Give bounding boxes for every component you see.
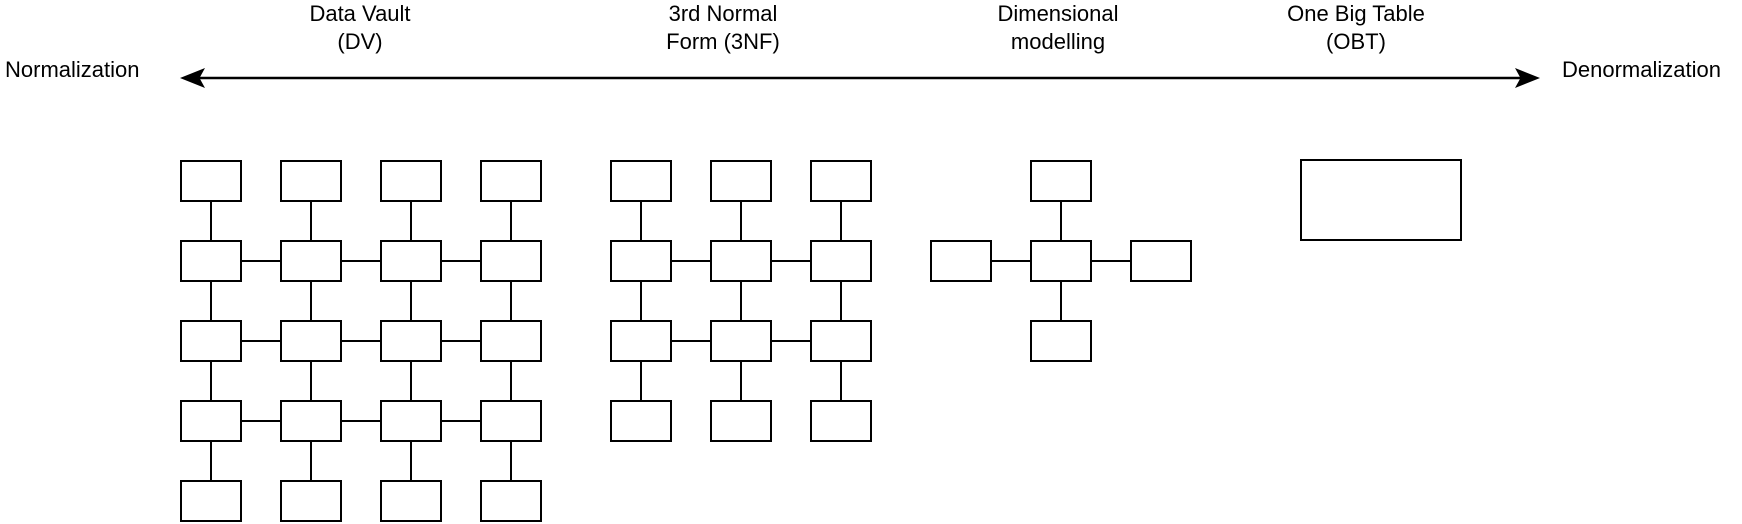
section-title-line: (OBT)	[1326, 29, 1386, 54]
table-box	[280, 240, 342, 282]
table-box	[380, 320, 442, 362]
one-big-table-box	[1300, 159, 1462, 241]
fact-table-box	[1030, 240, 1092, 282]
section-title-line: Form (3NF)	[666, 29, 780, 54]
table-box	[380, 480, 442, 522]
dimension-table-box	[1030, 320, 1092, 362]
table-box	[180, 480, 242, 522]
table-box	[280, 320, 342, 362]
table-box	[710, 160, 772, 202]
table-box	[180, 400, 242, 442]
table-box	[810, 320, 872, 362]
section-title-line: 3rd Normal	[668, 1, 778, 26]
section-title-obt: One Big Table (OBT)	[1287, 0, 1425, 56]
axis-label-normalization: Normalization	[5, 57, 140, 82]
table-box	[180, 320, 242, 362]
table-box	[610, 240, 672, 282]
table-box	[380, 160, 442, 202]
arrow-head-left	[180, 68, 205, 88]
table-box	[810, 400, 872, 442]
section-title-line: One Big Table	[1287, 1, 1425, 26]
section-title-line: Data Vault	[309, 1, 411, 26]
section-title-line: Dimensional	[997, 1, 1119, 26]
table-box	[480, 160, 542, 202]
table-box	[710, 400, 772, 442]
table-box	[610, 400, 672, 442]
table-box	[810, 240, 872, 282]
table-box	[710, 320, 772, 362]
dimension-table-box	[1030, 160, 1092, 202]
section-title-dimensional: Dimensional modelling	[997, 0, 1118, 56]
arrow-head-right	[1515, 68, 1540, 88]
table-box	[480, 320, 542, 362]
axis-label-denormalization: Denormalization	[1562, 57, 1721, 82]
section-title-3nf: 3rd Normal Form (3NF)	[666, 0, 780, 56]
table-box	[610, 320, 672, 362]
table-box	[480, 400, 542, 442]
table-box	[810, 160, 872, 202]
dimension-table-box	[1130, 240, 1192, 282]
table-box	[180, 240, 242, 282]
dimension-table-box	[930, 240, 992, 282]
table-box	[380, 240, 442, 282]
section-title-data-vault: Data Vault (DV)	[309, 0, 410, 56]
table-box	[280, 160, 342, 202]
section-title-line: (DV)	[337, 29, 383, 54]
section-title-line: modelling	[1010, 29, 1106, 54]
table-box	[480, 240, 542, 282]
table-box	[280, 400, 342, 442]
table-box	[480, 480, 542, 522]
table-box	[280, 480, 342, 522]
table-box	[380, 400, 442, 442]
table-box	[710, 240, 772, 282]
table-box	[180, 160, 242, 202]
table-box	[610, 160, 672, 202]
